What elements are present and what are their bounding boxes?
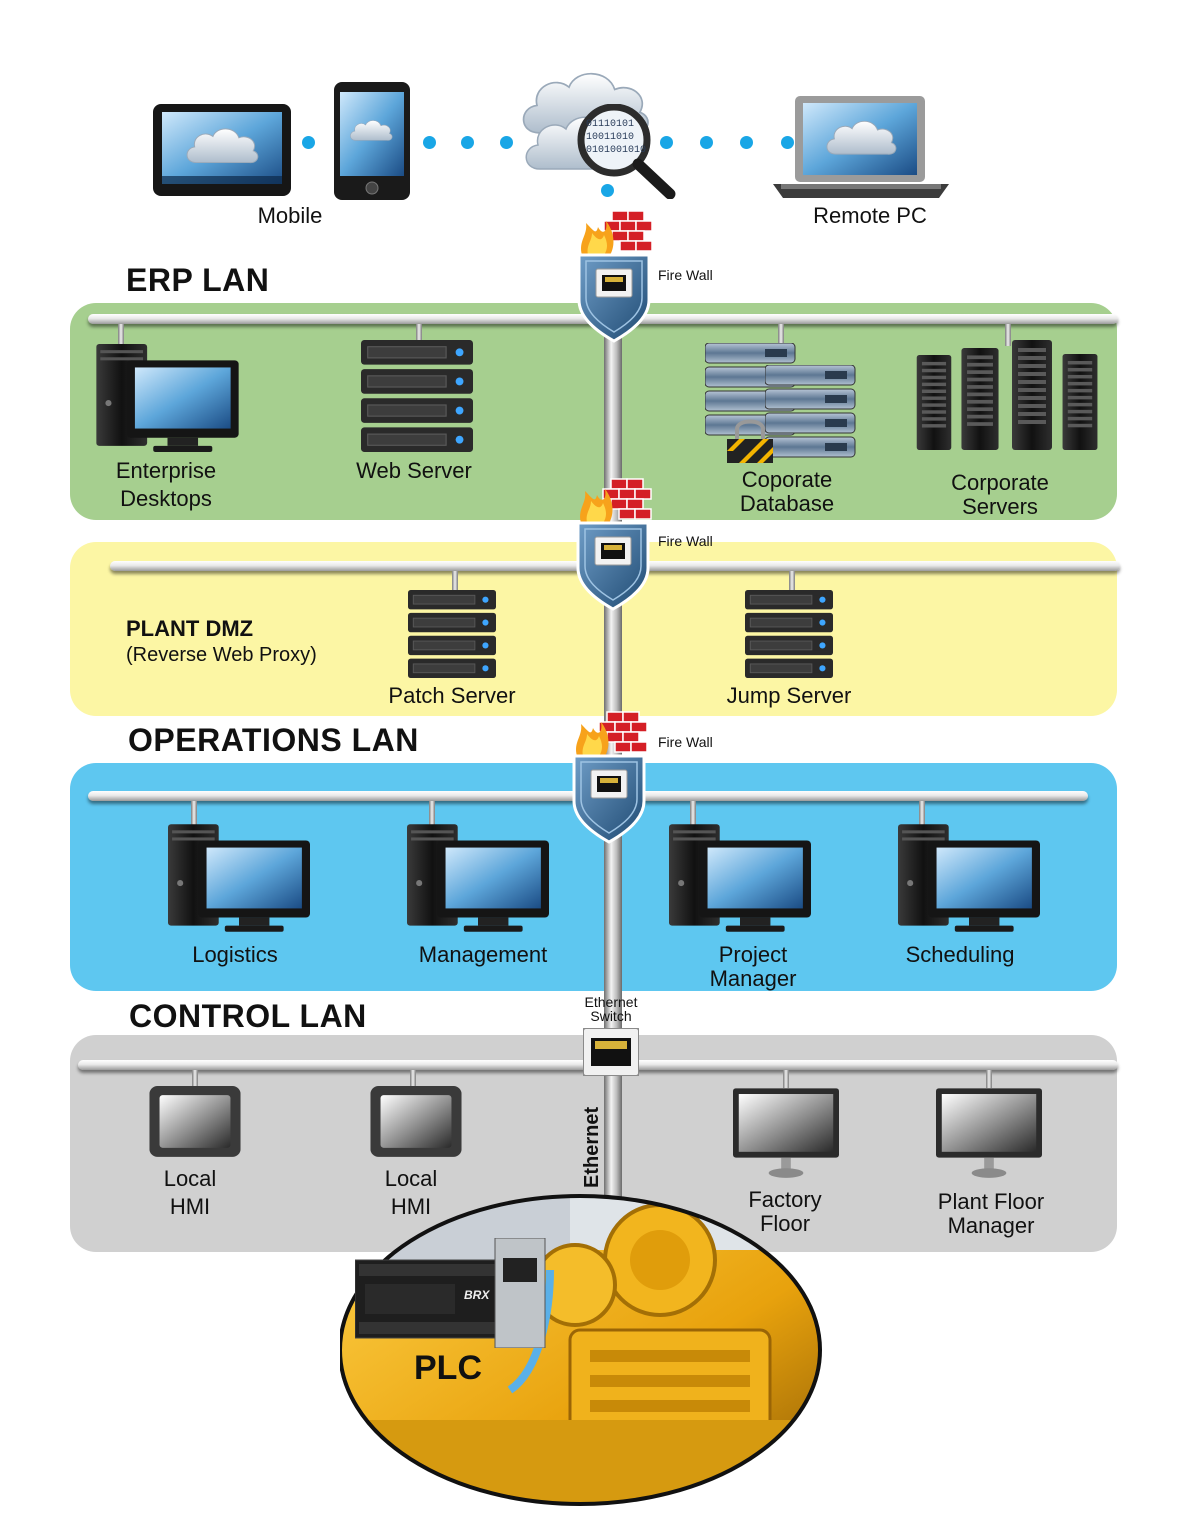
firewall-icon bbox=[574, 205, 654, 345]
magnifier-icon bbox=[576, 104, 676, 199]
binary-line: 0101001010 bbox=[586, 145, 646, 156]
dmz-subtitle: (Reverse Web Proxy) bbox=[126, 644, 317, 666]
enterprise-desktop-icon bbox=[95, 342, 240, 454]
label-line: Factory bbox=[748, 1187, 822, 1212]
bus-drop bbox=[1005, 324, 1011, 346]
erp-lan-title: ERP LAN bbox=[126, 262, 270, 298]
label-line: Project bbox=[718, 942, 788, 967]
local-hmi-icon bbox=[149, 1086, 241, 1162]
label-line: Manager bbox=[947, 1213, 1035, 1238]
firewall-icon bbox=[573, 473, 653, 613]
label-line: Local bbox=[384, 1166, 438, 1191]
mobile-label: Mobile bbox=[257, 203, 323, 228]
link-dot bbox=[740, 136, 753, 149]
label-line: Floor bbox=[759, 1211, 811, 1236]
web-server-icon bbox=[358, 340, 476, 452]
local-hmi-label: Local HMI bbox=[130, 1167, 250, 1219]
link-dot bbox=[660, 136, 673, 149]
dmz-title: PLANT DMZ bbox=[126, 616, 254, 641]
ethernet-switch-icon bbox=[583, 1028, 639, 1076]
link-dot bbox=[601, 184, 614, 197]
project-manager-workstation-icon bbox=[669, 822, 811, 934]
label-line: Coporate bbox=[741, 467, 833, 492]
firewall-label: Fire Wall bbox=[658, 734, 713, 750]
smartphone-icon bbox=[334, 82, 410, 200]
bus-drop bbox=[192, 1070, 198, 1088]
link-dot bbox=[700, 136, 713, 149]
plc-brand-label: BRX bbox=[464, 1288, 490, 1302]
label-line: Corporate bbox=[951, 470, 1049, 495]
bus-drop bbox=[118, 324, 124, 346]
plc-engine-illustration bbox=[340, 1190, 840, 1510]
plant-floor-manager-label: Plant Floor Manager bbox=[911, 1190, 1071, 1238]
logistics-label: Logistics bbox=[192, 942, 278, 967]
corporate-servers-label: Corporate Servers bbox=[920, 471, 1080, 519]
link-dot bbox=[302, 136, 315, 149]
management-workstation-icon bbox=[407, 822, 549, 934]
bus-drop bbox=[986, 1070, 992, 1088]
tablet-icon bbox=[153, 104, 291, 196]
firewall-label: Fire Wall bbox=[658, 533, 713, 549]
bus-drop bbox=[778, 324, 784, 346]
link-dot bbox=[423, 136, 436, 149]
scheduling-workstation-icon bbox=[898, 822, 1040, 934]
label-line: Plant Floor bbox=[937, 1189, 1045, 1214]
bus-drop bbox=[452, 571, 458, 591]
label-line: Database bbox=[739, 491, 835, 516]
bus-drop bbox=[416, 324, 422, 346]
label-line: Servers bbox=[962, 494, 1038, 519]
plant-floor-monitor-icon bbox=[936, 1088, 1042, 1180]
bus-drop bbox=[429, 801, 435, 825]
label-line: HMI bbox=[169, 1194, 211, 1219]
link-dot bbox=[461, 136, 474, 149]
jump-server-label: Jump Server bbox=[726, 683, 852, 708]
project-manager-label: Project Manager bbox=[673, 943, 833, 991]
label-line: Switch bbox=[590, 1008, 632, 1024]
bus-drop bbox=[783, 1070, 789, 1088]
patch-server-label: Patch Server bbox=[388, 683, 516, 708]
ethernet-label: Ethernet bbox=[581, 1106, 603, 1188]
link-dot bbox=[781, 136, 794, 149]
bus-drop bbox=[690, 801, 696, 825]
corporate-servers-icon bbox=[915, 340, 1100, 450]
patch-server-icon bbox=[406, 590, 498, 678]
logistics-workstation-icon bbox=[168, 822, 310, 934]
remote-pc-label: Remote PC bbox=[813, 203, 927, 228]
switch-label: Ethernet Switch bbox=[575, 995, 647, 1023]
factory-floor-label: Factory Floor bbox=[705, 1188, 865, 1236]
binary-line: 10011010 bbox=[586, 132, 635, 143]
binary-line: 01110101 bbox=[586, 119, 635, 130]
bus-drop bbox=[410, 1070, 416, 1088]
management-label: Management bbox=[418, 942, 548, 967]
bus-drop bbox=[919, 801, 925, 825]
corporate-database-label: Coporate Database bbox=[707, 468, 867, 516]
link-dot bbox=[500, 136, 513, 149]
bus-drop bbox=[191, 801, 197, 825]
label-line: HMI bbox=[390, 1194, 432, 1219]
web-server-label: Web Server bbox=[356, 458, 472, 483]
firewall-icon bbox=[569, 706, 649, 846]
laptop-icon bbox=[773, 96, 949, 200]
enterprise-desktops-label: Enterprise Desktops bbox=[86, 459, 246, 511]
label-line: Manager bbox=[709, 966, 797, 991]
jump-server-icon bbox=[743, 590, 835, 678]
label-line: Ethernet bbox=[584, 994, 638, 1010]
label-line: Desktops bbox=[120, 486, 212, 511]
plc-label: PLC bbox=[414, 1349, 482, 1387]
local-hmi-icon bbox=[370, 1086, 462, 1162]
factory-floor-monitor-icon bbox=[733, 1088, 839, 1180]
plc-controller-icon bbox=[355, 1238, 555, 1348]
label-line: Enterprise bbox=[115, 458, 217, 483]
label-line: Local bbox=[163, 1166, 217, 1191]
bus-drop bbox=[789, 571, 795, 591]
firewall-label: Fire Wall bbox=[658, 267, 713, 283]
control-lan-title: CONTROL LAN bbox=[129, 998, 367, 1034]
database-icon bbox=[705, 343, 865, 463]
local-hmi-label: Local HMI bbox=[351, 1167, 471, 1219]
scheduling-label: Scheduling bbox=[905, 942, 1015, 967]
binary-text: 01110101 10011010 0101001010 bbox=[586, 118, 646, 157]
operations-lan-title: OPERATIONS LAN bbox=[128, 722, 419, 758]
